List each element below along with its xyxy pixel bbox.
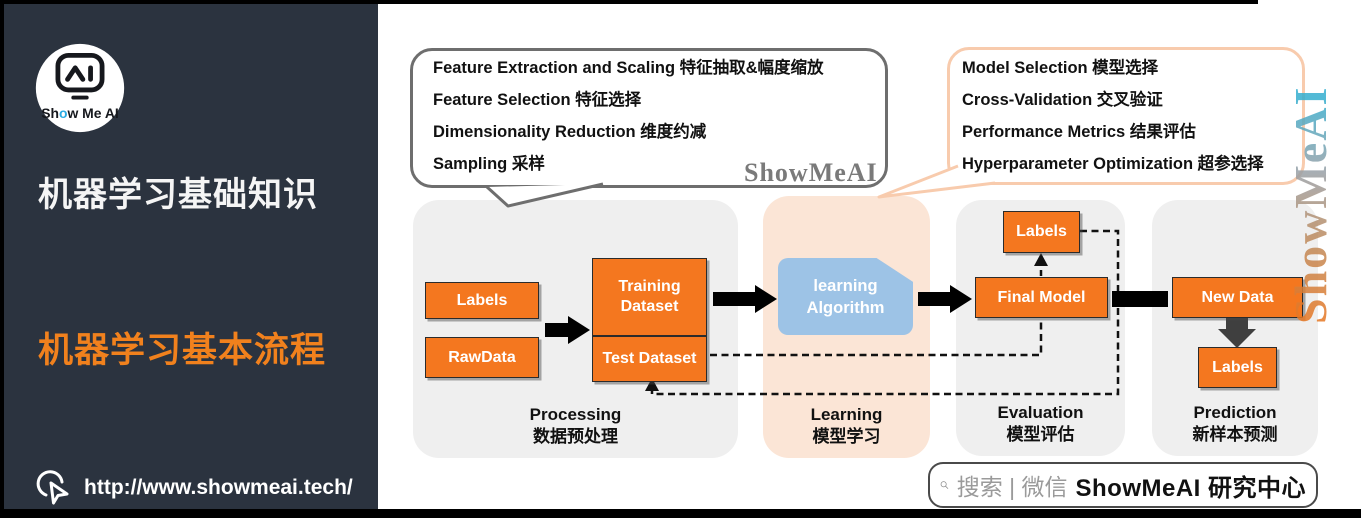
search-placeholder-text: 搜索 | 微信 [956, 474, 1068, 500]
wechat-search-bar[interactable]: 搜索 | 微信 ShowMeAI 研究中心 [928, 462, 1318, 508]
box-test-dataset: Test Dataset [592, 336, 707, 382]
frame-bottom [0, 509, 1361, 518]
search-icon [940, 481, 949, 489]
callout-item: Feature Selection 特征选择 [433, 91, 642, 109]
stage-caption-learning: Learning 模型学习 [763, 404, 930, 448]
website-url-text: http://www.showmeai.tech/ [84, 476, 353, 499]
stage-zh: 数据预处理 [533, 427, 618, 446]
box-learning-algorithm: learning Algorithm [778, 258, 913, 335]
callout-item: Cross-Validation 交叉验证 [962, 91, 1163, 109]
box-new-data: New Data [1172, 277, 1303, 318]
stage-zh: 模型评估 [1006, 425, 1075, 444]
callout-item: Performance Metrics 结果评估 [962, 123, 1196, 141]
box-labels-input: Labels [425, 282, 539, 319]
sidebar-course-title: 机器学习基础知识 [38, 176, 318, 214]
box-final-model: Final Model [975, 277, 1108, 318]
callout-item: Model Selection 模型选择 [962, 59, 1159, 77]
stage-en: Prediction [1193, 403, 1277, 422]
sidebar: Show Me AI 机器学习基础知识 机器学习基本流程 http://www.… [4, 4, 378, 509]
stage-caption-evaluation: Evaluation 模型评估 [956, 402, 1125, 446]
cursor-click-icon [36, 470, 69, 505]
callout-item: Dimensionality Reduction 维度约减 [433, 123, 707, 141]
stage-zh: 新样本预测 [1192, 425, 1278, 444]
showmeai-watermark: ShowMeAI [744, 158, 878, 187]
robot-logo-icon: Show Me AI [35, 43, 125, 133]
stage-zh: 模型学习 [812, 427, 881, 446]
showmeai-logo: Show Me AI [32, 40, 128, 141]
stage-caption-processing: Processing 数据预处理 [413, 404, 738, 448]
sidebar-page-title: 机器学习基本流程 [38, 331, 327, 370]
callout-item: Feature Extraction and Scaling 特征抽取&幅度缩放 [433, 59, 824, 77]
svg-text:Show Me AI: Show Me AI [41, 105, 119, 121]
box-training-dataset: Training Dataset [592, 258, 707, 336]
search-brand-text: ShowMeAI 研究中心 [1075, 474, 1306, 502]
stage-en: Learning [810, 405, 883, 424]
callout-item: Hyperparameter Optimization 超参选择 [962, 155, 1264, 173]
stage-caption-prediction: Prediction 新样本预测 [1152, 402, 1318, 446]
callout-preprocessing-techniques: Feature Extraction and Scaling 特征抽取&幅度缩放… [410, 48, 888, 188]
stage-en: Processing [529, 405, 622, 424]
stage-en: Evaluation [997, 403, 1084, 422]
box-labels-evaluation: Labels [1003, 211, 1080, 253]
frame-left [0, 0, 4, 518]
box-rawdata: RawData [425, 337, 539, 378]
showmeai-vertical-watermark: ShowMeAI [1284, 34, 1336, 324]
box-labels-prediction: Labels [1198, 347, 1277, 388]
callout-learning-techniques: Model Selection 模型选择 Cross-Validation 交叉… [947, 47, 1305, 185]
website-link[interactable]: http://www.showmeai.tech/ [34, 468, 353, 508]
frame-top [0, 0, 1258, 4]
callout-item: Sampling 采样 [433, 155, 545, 173]
